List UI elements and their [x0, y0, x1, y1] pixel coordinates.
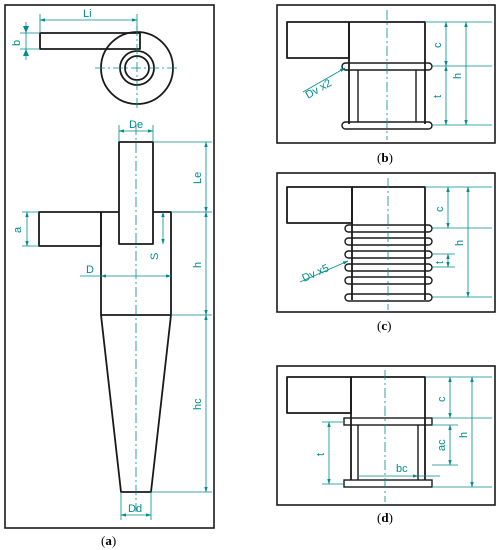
- label-hc: hc: [192, 398, 204, 410]
- b-label-c: c: [432, 42, 444, 48]
- d-label-bc: bc: [396, 463, 408, 475]
- caption-a: (a): [101, 533, 117, 548]
- c-label-t: t: [434, 261, 446, 264]
- inlet-duct: [38, 211, 102, 247]
- label-b: b: [11, 40, 23, 46]
- c-body: [351, 186, 426, 300]
- c-vane-2: [344, 237, 433, 246]
- c-vane-4: [344, 263, 433, 272]
- label-li: Li: [83, 8, 92, 20]
- d-label-ac: ac: [436, 439, 448, 451]
- d-body: [350, 376, 426, 480]
- panel-a-frame: [4, 4, 215, 529]
- b-label-dv: Dv x2: [304, 77, 334, 101]
- d-inlet: [286, 376, 352, 414]
- front-view: [22, 125, 212, 520]
- d-label-c: c: [436, 396, 448, 402]
- panel-a: Li b De Le a S D h hc Dd: [4, 4, 215, 529]
- label-le: Le: [192, 172, 204, 184]
- label-dd: Dd: [128, 503, 142, 515]
- c-label-dv: Dv x5: [300, 262, 331, 284]
- panel-d-frame: [276, 365, 496, 506]
- b-label-h: h: [452, 73, 464, 79]
- panel-c: c h t Dv x5: [276, 172, 496, 313]
- panel-b-frame: [276, 4, 496, 144]
- c-inlet: [286, 186, 353, 224]
- caption-c: (c): [377, 318, 392, 333]
- c-label-c: c: [434, 206, 446, 212]
- d-label-h: h: [458, 432, 470, 438]
- d-ring-top: [343, 417, 433, 426]
- c-vane-1: [344, 224, 433, 233]
- d-ring-bottom: [343, 479, 433, 488]
- caption-b: (b): [377, 150, 393, 165]
- c-vanes: [344, 224, 433, 302]
- b-dim-dv: [302, 67, 346, 93]
- c-vane-3: [344, 250, 433, 259]
- label-d: D: [86, 264, 94, 276]
- label-de: De: [129, 119, 143, 131]
- c-dim-dv: [299, 260, 349, 283]
- panel-d: c h ac t bc: [276, 365, 496, 506]
- label-a: a: [12, 226, 24, 233]
- b-label-t: t: [432, 95, 444, 98]
- c-label-h: h: [454, 240, 466, 246]
- b-inlet: [286, 21, 350, 59]
- cylinder-body: [100, 211, 172, 316]
- vortex-finder: [118, 141, 154, 245]
- caption-d: (d): [377, 510, 393, 525]
- c-bottom-ring: [344, 293, 433, 302]
- inlet-duct-top: [39, 32, 141, 50]
- panel-b: c h t Dv x2: [276, 4, 496, 144]
- d-label-t: t: [315, 453, 327, 456]
- top-view: [20, 14, 180, 110]
- label-h: h: [192, 262, 204, 268]
- c-vane-5: [344, 276, 433, 285]
- panel-c-frame: [276, 172, 496, 313]
- label-s: S: [149, 253, 161, 260]
